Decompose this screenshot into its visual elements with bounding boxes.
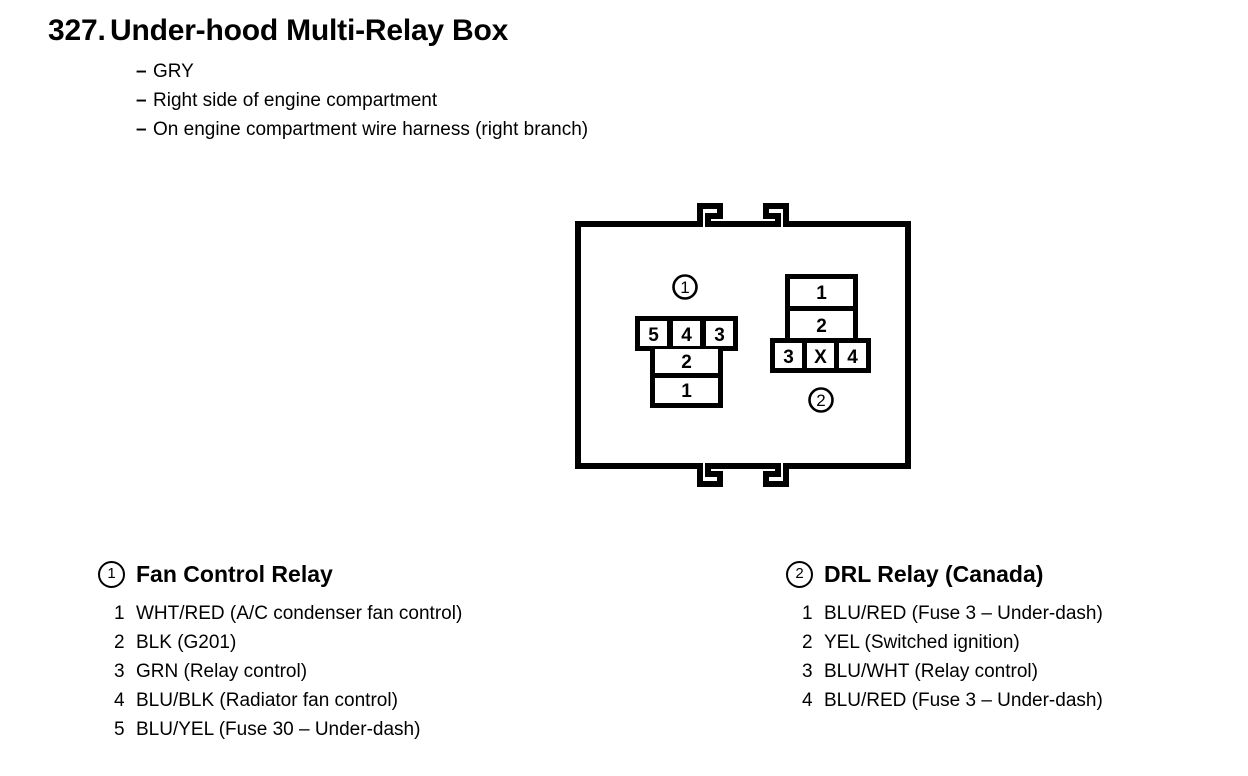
connector-2-stack: 1 2 (785, 274, 858, 344)
pin-list: 1 BLU/RED (Fuse 3 – Under-dash) 2 YEL (S… (786, 599, 1246, 715)
pin-row: 1 BLU/RED (Fuse 3 – Under-dash) (802, 599, 1246, 628)
connector-1: 1 5 4 3 2 1 (635, 274, 738, 408)
connector-2-bottom-row: 3 X 4 (770, 338, 871, 373)
pin-number: 4 (114, 690, 125, 711)
pin-row: 4 BLU/BLK (Radiator fan control) (114, 686, 658, 715)
relay-box-outline (575, 203, 911, 487)
subtitle-row: –GRY (136, 57, 1198, 86)
legend-header: 2 DRL Relay (Canada) (786, 558, 1246, 590)
connector-1-pin-5: 5 (648, 325, 659, 346)
pin-number: 2 (802, 632, 813, 653)
connector-2: 1 2 3 X 4 2 (770, 274, 871, 413)
pin-number: 1 (114, 603, 125, 624)
pin-number: 3 (802, 661, 813, 682)
connector-1-pin-1: 1 (681, 381, 692, 402)
page-title-text: Under-hood Multi-Relay Box (110, 14, 509, 47)
pin-number: 1 (802, 603, 813, 624)
subtitle-dash: – (136, 61, 147, 82)
pin-description: BLU/BLK (Radiator fan control) (136, 690, 398, 711)
subtitle-row: –On engine compartment wire harness (rig… (136, 115, 1198, 144)
connector-1-top-row: 5 4 3 (635, 316, 738, 351)
connector-2-pin-3: 3 (783, 347, 794, 368)
subtitle-text: GRY (153, 61, 194, 82)
connector-2-pin-4: 4 (847, 347, 858, 368)
connector-1-callout: 1 (672, 274, 698, 300)
legend-drl-relay: 2 DRL Relay (Canada) 1 BLU/RED (Fuse 3 –… (786, 558, 1246, 715)
pin-description: GRN (Relay control) (136, 661, 308, 682)
subtitle-text: On engine compartment wire harness (righ… (153, 119, 589, 140)
pin-number: 2 (114, 632, 125, 653)
pin-list: 1 WHT/RED (A/C condenser fan control) 2 … (98, 599, 658, 744)
pin-row: 4 BLU/RED (Fuse 3 – Under-dash) (802, 686, 1246, 715)
pin-description: YEL (Switched ignition) (824, 632, 1020, 653)
pin-description: WHT/RED (A/C condenser fan control) (136, 603, 463, 624)
connector-2-pin-1: 1 (816, 283, 827, 304)
page-title: 327.Under-hood Multi-Relay Box (48, 12, 1198, 50)
legend-badge: 1 (98, 560, 125, 588)
pin-description: BLU/RED (Fuse 3 – Under-dash) (824, 603, 1103, 624)
pin-number: 3 (114, 661, 125, 682)
pin-row: 5 BLU/YEL (Fuse 30 – Under-dash) (114, 715, 658, 744)
connector-1-pin-2: 2 (681, 352, 692, 373)
connector-1-pin-4: 4 (681, 325, 692, 346)
pin-row: 2 BLK (G201) (114, 628, 658, 657)
pin-description: BLU/RED (Fuse 3 – Under-dash) (824, 690, 1103, 711)
legend-title: Fan Control Relay (136, 560, 333, 587)
pin-row: 2 YEL (Switched ignition) (802, 628, 1246, 657)
subtitle-list: –GRY –Right side of engine compartment –… (48, 57, 1198, 144)
header-block: 327.Under-hood Multi-Relay Box –GRY –Rig… (48, 12, 1198, 144)
pin-number: 5 (114, 719, 125, 740)
connector-2-callout-label: 2 (816, 391, 825, 410)
pin-row: 1 WHT/RED (A/C condenser fan control) (114, 599, 658, 628)
pin-description: BLK (G201) (136, 632, 237, 653)
pin-description: BLU/YEL (Fuse 30 – Under-dash) (136, 719, 421, 740)
connector-2-blank-cavity: X (814, 347, 827, 368)
connector-1-callout-label: 1 (680, 278, 689, 297)
legend-header: 1 Fan Control Relay (98, 558, 658, 590)
connector-2-callout: 2 (808, 387, 834, 413)
relay-box-diagram: 1 5 4 3 2 1 1 2 (575, 203, 911, 487)
legend-badge: 2 (786, 560, 813, 588)
subtitle-dash: – (136, 119, 147, 140)
page-title-number: 327. (48, 14, 106, 47)
pin-number: 4 (802, 690, 813, 711)
subtitle-text: Right side of engine compartment (153, 90, 438, 111)
subtitle-row: –Right side of engine compartment (136, 86, 1198, 115)
connector-1-pin-3: 3 (714, 325, 725, 346)
connector-1-stack: 2 1 (650, 346, 723, 408)
connector-2-pin-2: 2 (816, 316, 827, 337)
legend-fan-control-relay: 1 Fan Control Relay 1 WHT/RED (A/C conde… (98, 558, 658, 744)
pin-row: 3 BLU/WHT (Relay control) (802, 657, 1246, 686)
pin-row: 3 GRN (Relay control) (114, 657, 658, 686)
subtitle-dash: – (136, 90, 147, 111)
pin-description: BLU/WHT (Relay control) (824, 661, 1038, 682)
legend-title: DRL Relay (Canada) (824, 560, 1044, 587)
